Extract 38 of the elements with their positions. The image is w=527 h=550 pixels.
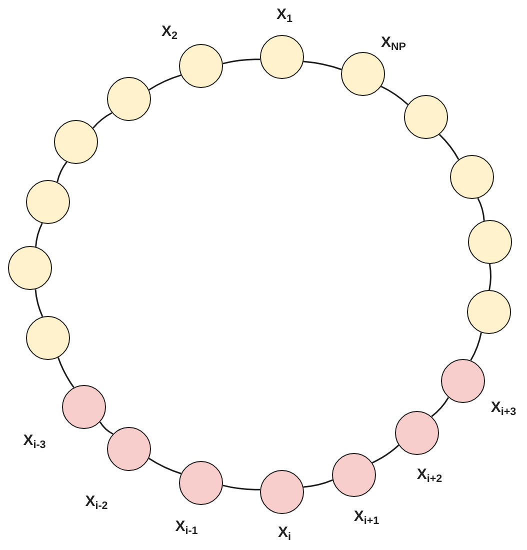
connector-line [488,264,492,290]
node-label: X$_{i+2}$ [416,466,442,484]
connector-line [477,198,485,221]
circle-node [26,180,70,224]
node-label: X$_{1}$ [276,6,293,24]
connector-line [222,58,260,64]
connector-line [56,161,68,182]
circle-node [450,155,494,199]
connector-line [92,112,112,129]
connector-line [431,397,450,418]
node-label: X$_{i-1}$ [175,518,198,536]
connector-line [380,86,408,106]
circle-node [107,77,151,121]
node-label: X$_{i-2}$ [85,492,108,510]
node-label: X$_{2}$ [161,22,178,40]
connector-line [35,222,43,247]
connector-line [148,458,182,474]
node-label: X$_{i-3}$ [23,432,46,450]
connector-line [222,484,260,490]
connector-line [99,422,114,435]
circle-node [54,120,98,164]
node-label: X$_{NP}$ [381,34,406,52]
connector-line [372,444,400,464]
connector-line [303,479,333,488]
connector-line [438,134,460,160]
circle-node [467,290,511,334]
connector-line [470,332,482,361]
node-label: X$_{i}$ [278,524,291,542]
connector-line [303,60,342,70]
circle-node [404,95,448,139]
connector-line [57,357,74,388]
circle-node [468,220,512,264]
connector-line [148,74,182,90]
circle-node [8,246,52,290]
node-label: X$_{i+3}$ [490,398,516,416]
node-label: X$_{i+1}$ [354,508,380,526]
circle-node [26,316,70,360]
connector-line [34,289,44,317]
